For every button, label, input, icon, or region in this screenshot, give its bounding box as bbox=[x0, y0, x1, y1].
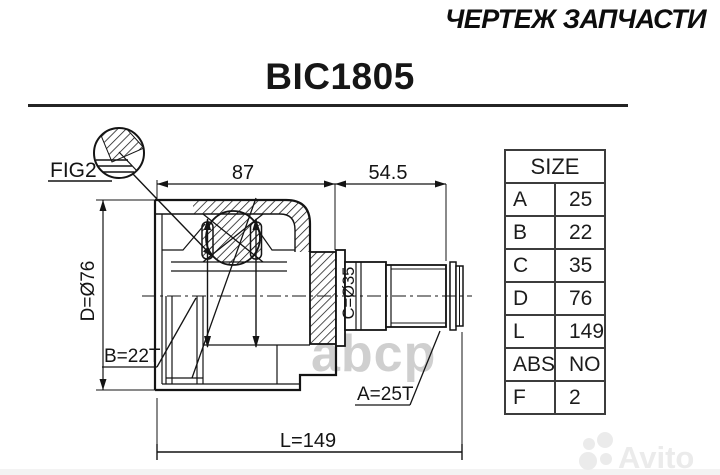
dim-shaft-length: 54.5 bbox=[369, 162, 408, 184]
housing-mouth-rim bbox=[309, 251, 337, 345]
detail-bubble: FIG2 bbox=[48, 127, 214, 258]
bearing-ball-assembly bbox=[201, 210, 264, 348]
dim-outer-diameter: D=Ø76 bbox=[78, 261, 99, 322]
table-row: SIZE bbox=[504, 149, 606, 184]
figure-leader-line bbox=[132, 173, 214, 258]
brand-dot-icon bbox=[583, 438, 595, 450]
brand-dot-icon bbox=[579, 452, 597, 470]
bottom-edge-strip bbox=[0, 469, 720, 475]
dim-inner-spline: B=22T bbox=[104, 346, 161, 367]
figure-label: FIG2 bbox=[50, 159, 97, 182]
drive-shaft bbox=[142, 249, 472, 347]
brand-dot-icon bbox=[600, 453, 612, 465]
dim-housing-width: 87 bbox=[232, 162, 254, 184]
dim-boot-diameter: C=Ø35 bbox=[340, 267, 358, 320]
size-table-header: SIZE bbox=[504, 149, 606, 184]
watermark-brand-logo: Avito bbox=[579, 432, 694, 475]
part-code: BIC1805 bbox=[265, 56, 415, 97]
watermark-brand-text: Avito bbox=[618, 440, 694, 475]
dimension-annotations: 87 54.5 D=Ø76 C=Ø35 B=22T A=25T L=149 bbox=[78, 162, 463, 460]
brand-dot-icon bbox=[597, 432, 613, 448]
header-divider bbox=[28, 104, 628, 107]
dim-total-length: L=149 bbox=[280, 430, 336, 452]
dim-shaft-spline: A=25T bbox=[357, 384, 414, 405]
page-title: ЧЕРТЕЖ ЗАПЧАСТИ bbox=[445, 4, 706, 34]
